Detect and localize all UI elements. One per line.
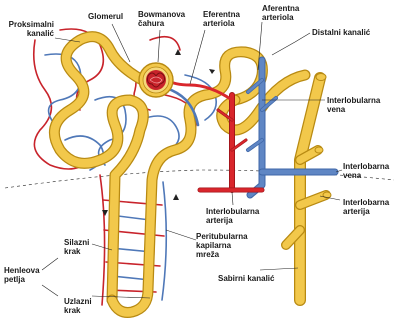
interlobular-artery — [200, 95, 262, 190]
collecting-duct — [286, 74, 331, 301]
renal-corpuscle — [139, 63, 173, 97]
label-bowman-capsule: Bowmanova čahura — [138, 10, 185, 28]
glomerulus — [146, 70, 166, 90]
label-distal-tubule: Distalni kanalić — [312, 28, 370, 37]
label-interlobular-artery: Interlobularna arterija — [206, 207, 259, 225]
label-afferent-arteriole: Aferentna arteriola — [262, 4, 299, 22]
label-interlobular-vein: Interlobularna vena — [327, 96, 380, 114]
label-descending-limb: Silazni krak — [64, 238, 89, 256]
label-proximal-tubule: Proksimalni kanalić — [0, 20, 54, 38]
label-efferent-arteriole: Eferentna arteriola — [203, 10, 240, 28]
label-loop-of-henle: Henleova petlja — [4, 266, 40, 284]
label-interlobar-vein: Interlobarna vena — [343, 162, 389, 180]
label-peritubular-network: Peritubularna kapilarna mreža — [196, 232, 248, 259]
label-glomerulus: Glomerul — [88, 12, 123, 21]
label-ascending-limb: Uzlazni krak — [64, 297, 92, 315]
label-collecting-duct: Sabirni kanalić — [218, 274, 274, 283]
label-interlobar-artery: Interlobarna arterija — [343, 198, 389, 216]
